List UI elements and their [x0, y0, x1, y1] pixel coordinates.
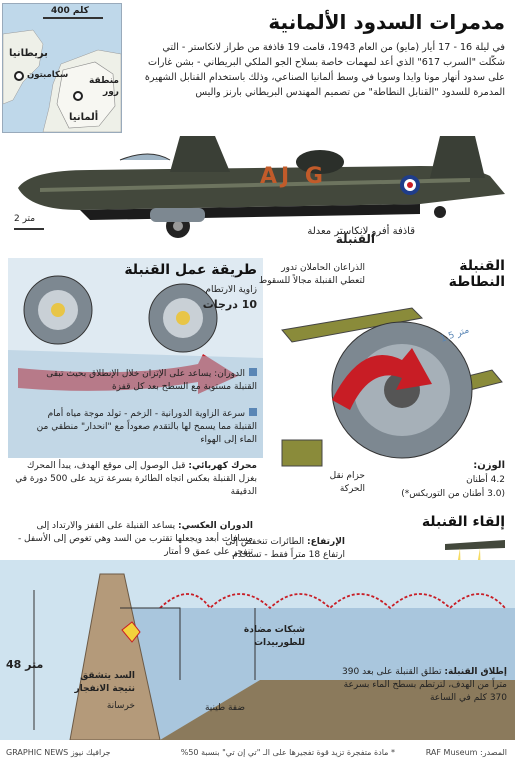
lancaster-bomber	[18, 136, 505, 238]
rotation-text: الدوران: يساعد على الإتزان خلال الإنطلاق…	[22, 368, 257, 394]
arms-text: الذراعان الحاملان تدور لتعطي القنبلة مجا…	[258, 263, 365, 286]
angle-value: 10 درجات	[202, 298, 257, 311]
dam-scene	[0, 560, 515, 740]
map-scale: 400 كلم	[51, 6, 89, 16]
drop-title: إلقاء القنبلة	[421, 514, 505, 530]
motor-text: محرك كهربائي: قبل الوصول إلى موقع الهدف،…	[7, 460, 257, 499]
release-body: تطلق القنبلة على بعد 390 متراً من الهدف،…	[342, 667, 507, 703]
map-graphic	[3, 4, 121, 132]
how-it-works-panel	[8, 258, 263, 458]
bullet-icon	[249, 368, 257, 376]
inset-map: 400 كلم بريطانيا سكامبتون منطقة رور ألما…	[2, 3, 122, 133]
plane-caption: قاذفة أفرو لانكاستر معدلة	[307, 226, 415, 237]
plane-code: AJ G	[260, 164, 327, 189]
release-label: إطلاق القنبلة:	[444, 667, 507, 677]
how-title: طريقة عمل القنبلة	[124, 262, 257, 278]
map-germany-label: ألمانيا	[69, 112, 99, 123]
plane-scale: 2 متر	[14, 214, 36, 224]
motor-body: قبل الوصول إلى موقع الهدف، يبدأ المحرك ب…	[15, 461, 257, 497]
source: المصدر: RAF Museum	[425, 748, 507, 757]
bullet-icon	[249, 408, 257, 416]
bomb-label: القنبلة	[335, 232, 375, 246]
speed-text: سرعة الزاوية الدورانية - الزخم - تولد مو…	[22, 408, 257, 447]
weight-label: الوزن:	[473, 460, 505, 471]
bank-label: ضفة طينية	[204, 703, 245, 713]
weight-value: 4.2 أطنان	[466, 475, 505, 485]
release-text: إطلاق القنبلة: تطلق القنبلة على بعد 390 …	[337, 666, 507, 705]
reverse-label: الدوران العكسي:	[178, 521, 253, 531]
map-scampton-label: سكامبتون	[27, 70, 69, 80]
crack-label: السد يتشقق نتيجة الانفجار	[74, 671, 136, 694]
concrete-label: خرسانة	[106, 701, 135, 711]
bouncing-bomb-graphic	[281, 307, 503, 467]
reverse-body: يساعد القنبلة على القفز والارتداد إلى مس…	[17, 521, 253, 557]
footnote: * مادة متفجرة تزيد قوة تفجيرها على الـ "…	[180, 748, 395, 757]
reverse-text: الدوران العكسي: يساعد القنبلة على القفز …	[7, 520, 253, 559]
map-ruhr-label: منطقة رور	[89, 76, 119, 97]
bouncing-title: القنبلة النطاطة	[448, 258, 505, 290]
altitude-label: الإرتفاع:	[307, 537, 345, 547]
belt-label: حزام نقل الحركة	[329, 471, 365, 494]
page-title: مدمرات السدود الألمانية	[268, 10, 505, 34]
dam-height: 48 متر	[6, 658, 44, 671]
weight-sub: (3.0 أطنان من التوربكس*)	[401, 489, 505, 499]
motor-label: محرك كهربائي:	[188, 461, 257, 471]
how-it-works-graphic	[8, 275, 263, 458]
map-britain-label: بريطانيا	[9, 48, 48, 59]
plane-scale-bar	[14, 228, 44, 230]
credit: GRAPHIC NEWS جرافيك نيوز	[6, 748, 111, 757]
nets-label: شبكات مضادة للطوربيدات	[243, 625, 305, 648]
intro-text: في ليلة 16 - 17 أيار (مايو) من العام 194…	[144, 42, 505, 98]
speed-text-body: سرعة الزاوية الدورانية - الزخم - تولد مو…	[36, 409, 257, 445]
angle-label: زاوية الارتطام	[205, 285, 257, 295]
rotation-text-body: الدوران: يساعد على الإتزان خلال الإنطلاق…	[46, 369, 257, 392]
